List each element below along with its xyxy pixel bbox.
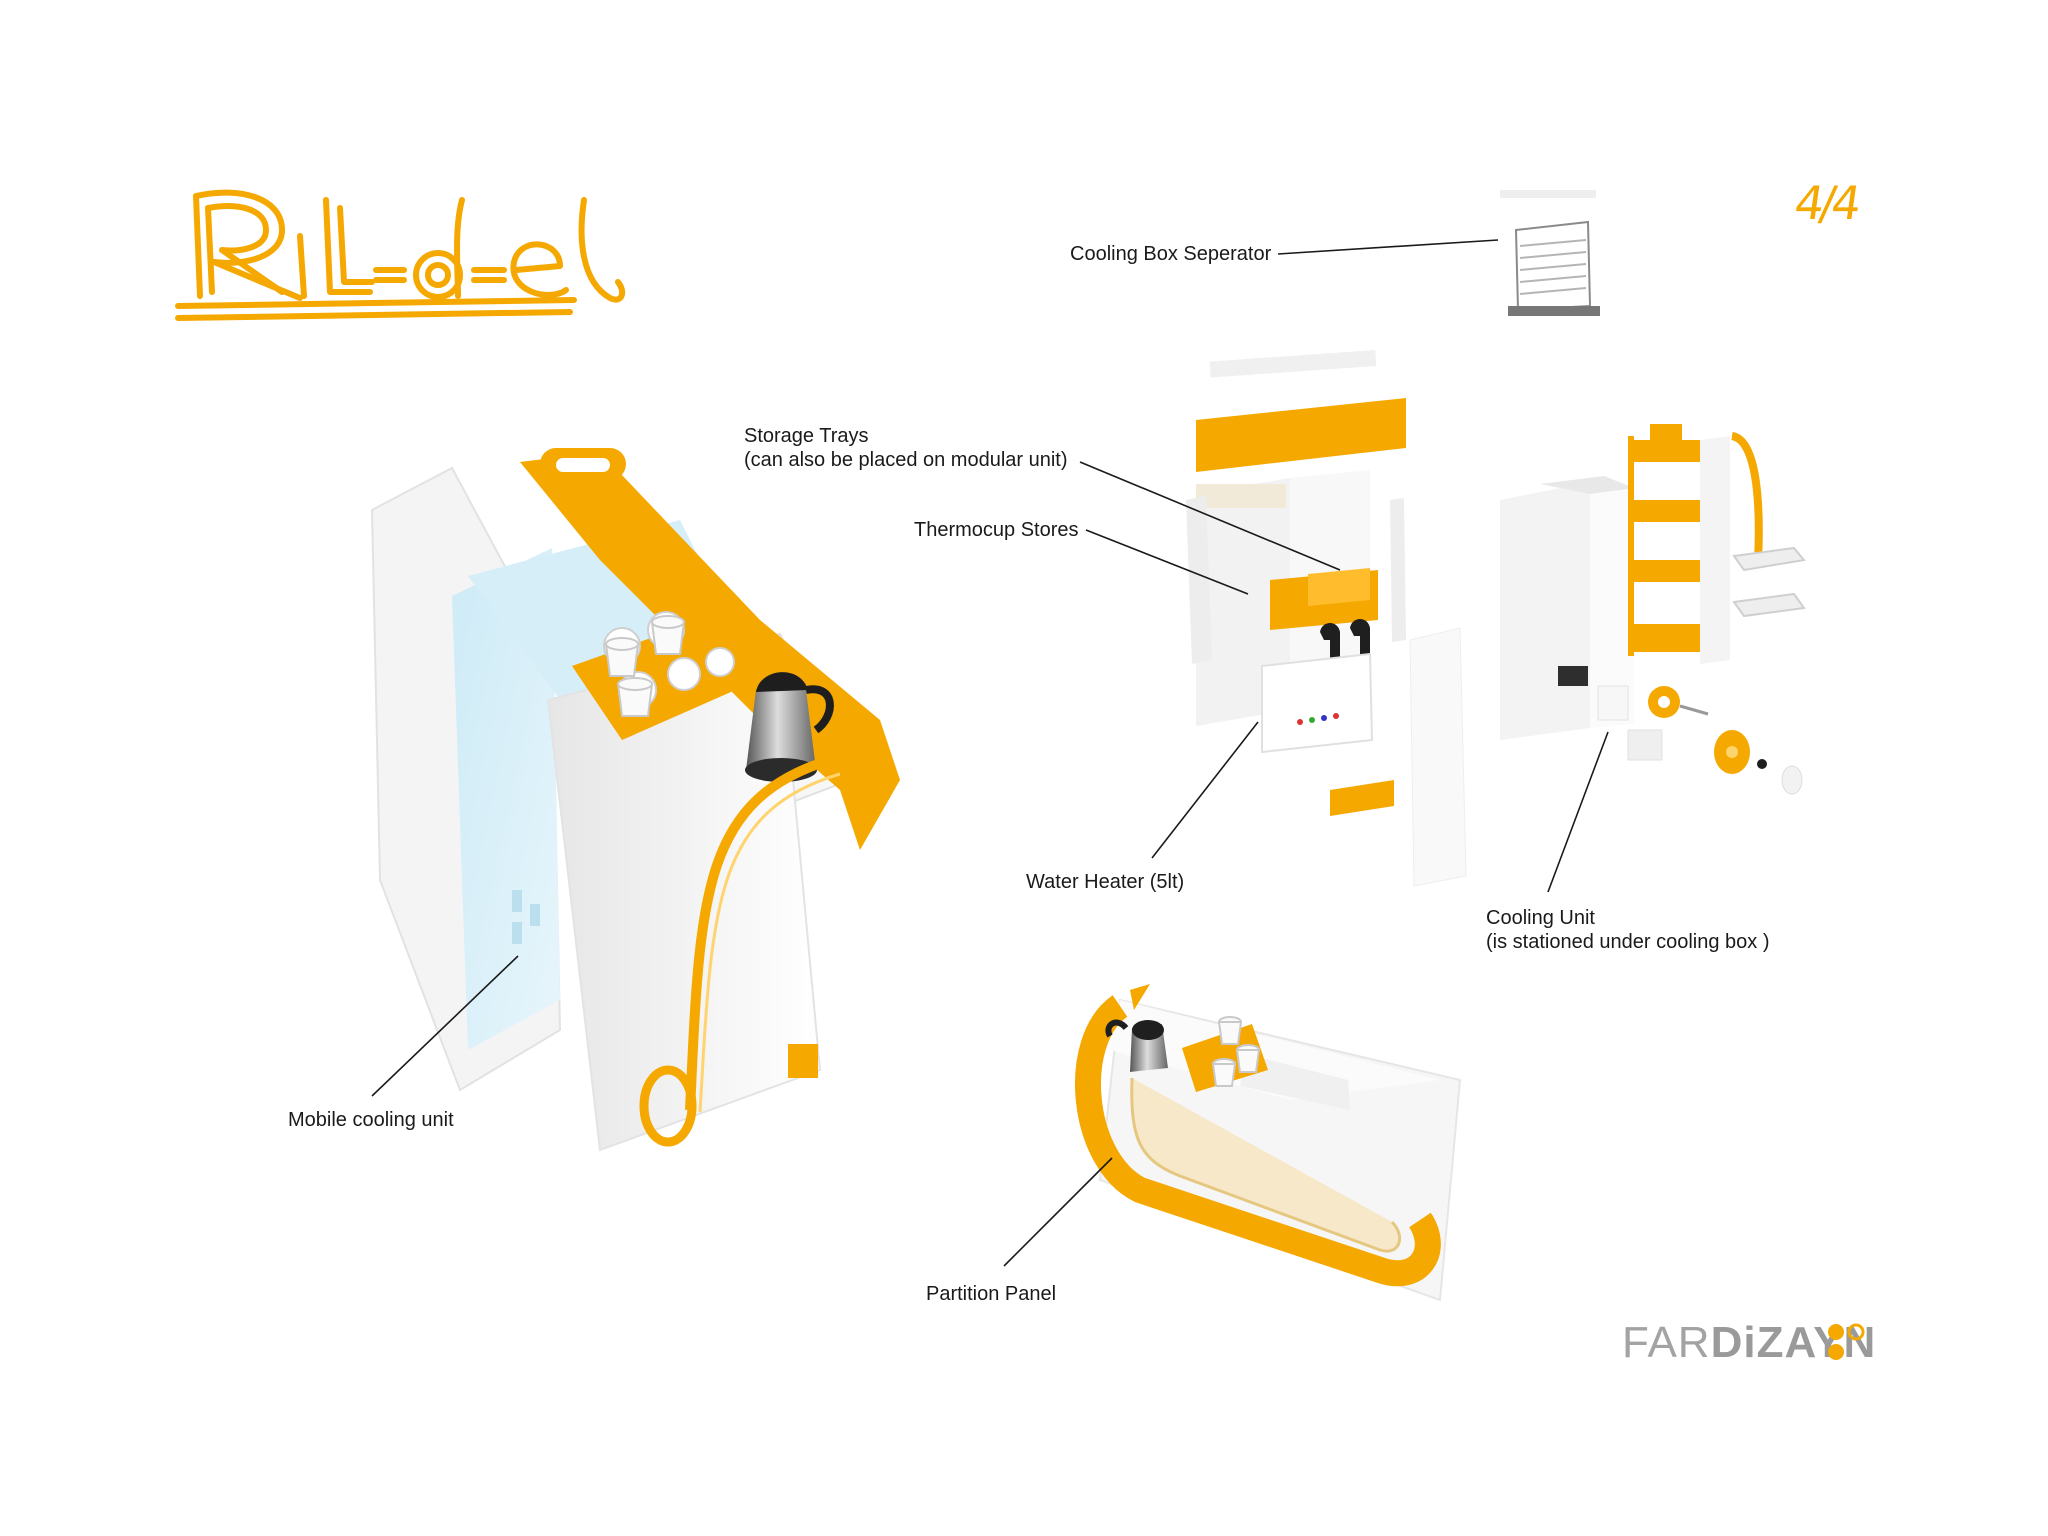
partition-panel-illustration bbox=[1075, 984, 1462, 1302]
label-partition-panel: Partition Panel bbox=[926, 1283, 1057, 1305]
label-thermocup-stores: Thermocup Stores bbox=[914, 519, 1079, 541]
exploded-view-illustration bbox=[1186, 190, 1806, 887]
label-water-heater: Water Heater (5lt) bbox=[1026, 871, 1185, 893]
mobile-cooling-unit-illustration bbox=[370, 448, 900, 1152]
brand-dots-icon bbox=[1828, 1323, 1865, 1360]
label-mobile-cooling-unit: Mobile cooling unit bbox=[288, 1109, 454, 1131]
label-storage-trays: Storage Trays (can also be placed on mod… bbox=[744, 425, 1068, 471]
leader-lines bbox=[371, 239, 1609, 1267]
label-cooling-box-separator: Cooling Box Seperator bbox=[1070, 243, 1272, 265]
label-cooling-unit: Cooling Unit (is stationed under cooling… bbox=[1486, 907, 1770, 953]
brand-logo: FARDiZAYN bbox=[1622, 1318, 1877, 1367]
